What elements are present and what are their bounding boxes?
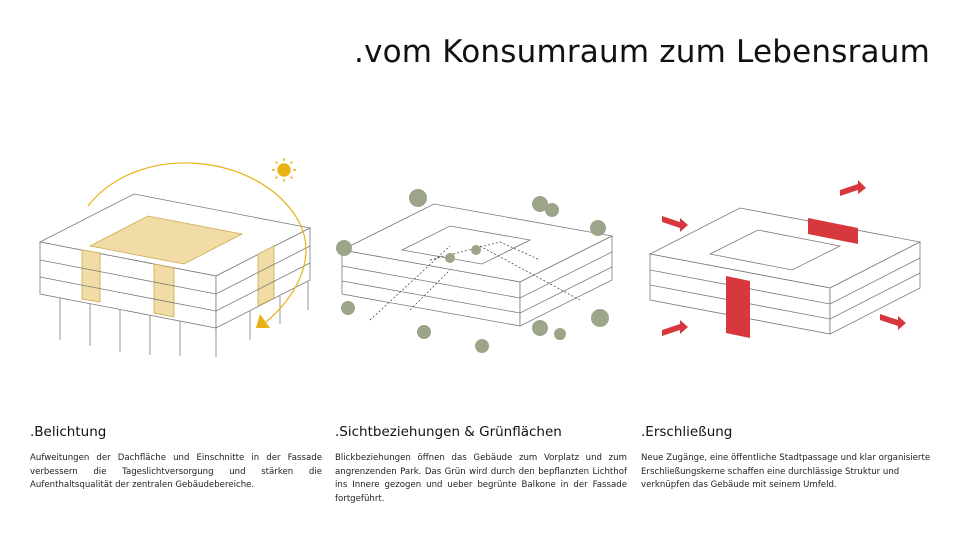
courtyard xyxy=(88,215,244,265)
tree-icon xyxy=(445,253,455,263)
daylight-cut-3 xyxy=(257,245,275,307)
courtyard xyxy=(708,229,842,271)
sun-path-arc xyxy=(87,162,307,323)
daylight-cut-1 xyxy=(81,249,101,303)
panel-text: Aufweitungen der Dachfläche und Einschni… xyxy=(30,453,322,491)
panel-belichtung: .Belichtung Aufweitungen der Dachfläche … xyxy=(30,424,322,493)
facade-right xyxy=(519,235,613,327)
tree-icon xyxy=(336,240,352,256)
circulation-core-1 xyxy=(726,276,750,338)
tree-icon xyxy=(475,339,489,353)
tree-icon xyxy=(471,245,481,255)
circulation-core-2 xyxy=(808,218,858,244)
panel-heading: .Sichtbeziehungen & Grünflächen xyxy=(335,424,562,440)
sun-path-arrowhead xyxy=(256,314,270,328)
tree-icon xyxy=(532,196,548,212)
arrow-icon xyxy=(880,314,906,330)
panel-text: Neue Zugänge, eine öffentliche Stadtpass… xyxy=(641,453,931,491)
arrow-icon xyxy=(662,216,688,232)
tree-icon xyxy=(591,309,609,327)
panel-sichtbeziehungen: .Sichtbeziehungen & Grünflächen Blickbez… xyxy=(335,424,627,506)
access-arrows xyxy=(662,180,906,336)
sichtbeziehungen-svg xyxy=(336,189,614,353)
panel-heading: .Erschließung xyxy=(641,424,733,440)
sun-icon xyxy=(272,158,296,182)
erschliessung-diagram xyxy=(640,150,940,360)
panel-heading: .Belichtung xyxy=(30,424,107,440)
arrow-icon xyxy=(840,180,866,196)
panel-text: Blickbeziehungen öffnen das Gebäude zum … xyxy=(335,453,627,504)
tree-icon xyxy=(417,325,431,339)
tree-icon xyxy=(545,203,559,217)
tree-icon xyxy=(409,189,427,207)
tree-icon xyxy=(554,328,566,340)
arrow-icon xyxy=(662,320,688,336)
belichtung-svg xyxy=(38,158,312,357)
tree-icon xyxy=(532,320,548,336)
tree-icon xyxy=(590,220,606,236)
view-lines xyxy=(369,241,581,321)
sichtbeziehungen-diagram xyxy=(330,150,630,360)
courtyard xyxy=(400,225,532,265)
tree-icon xyxy=(341,301,355,315)
daylight-cut-2 xyxy=(153,263,175,318)
trees xyxy=(336,189,609,353)
panel-erschliessung: .Erschließung Neue Zugänge, eine öffentl… xyxy=(641,424,933,493)
belichtung-diagram xyxy=(30,150,330,360)
erschliessung-svg xyxy=(648,180,922,338)
page-title: .vom Konsumraum zum Lebensraum xyxy=(354,34,930,70)
